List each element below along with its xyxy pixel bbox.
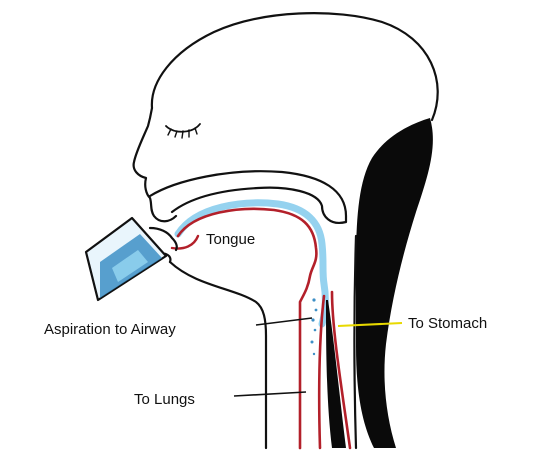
neck-front-outline [170,262,266,448]
nasal-cavity-outline [150,171,346,223]
lungs-label: To Lungs [134,391,195,408]
esophagus-lumen [326,300,346,448]
neck-back-outline [355,236,357,448]
stomach-label: To Stomach [408,315,487,332]
lungs-pointer-line [234,392,306,396]
aspiration-label: Aspiration to Airway [44,321,176,338]
spine [356,118,433,448]
tongue-label: Tongue [206,231,255,248]
aspiration-droplets [311,298,318,355]
